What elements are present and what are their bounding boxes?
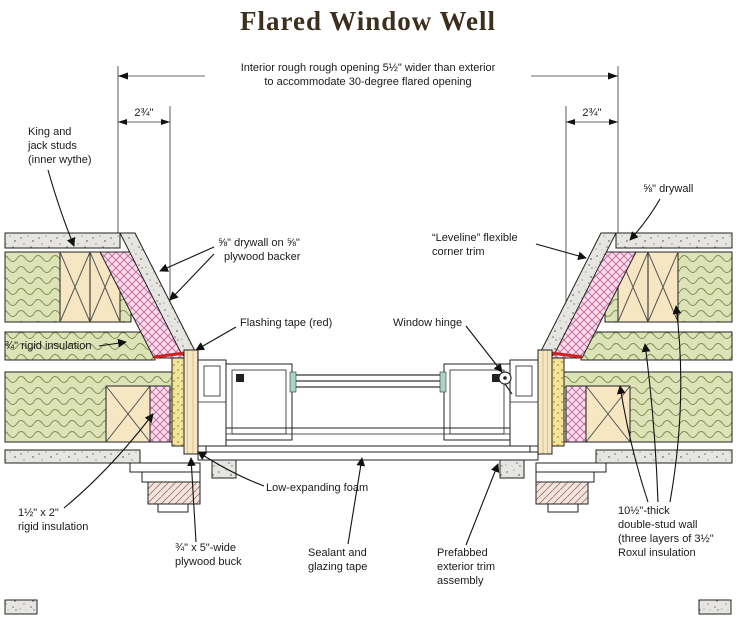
- dimension-note-line1: Interior rough rough opening 5½" wider t…: [241, 62, 496, 74]
- label-plywood-buck: ¾" x 5"-wide plywood buck: [175, 542, 242, 568]
- sill-board: [197, 451, 539, 461]
- label-drywall-backer: ⅝" drywall on ⅝" plywood backer: [218, 237, 301, 263]
- svg-text:rigid insulation: rigid insulation: [18, 521, 88, 533]
- sill-board: [205, 445, 531, 453]
- low-expanding-foam-left: [171, 357, 185, 447]
- window-unit: [197, 359, 539, 461]
- svg-text:Prefabbed: Prefabbed: [437, 547, 488, 559]
- king-jack-studs: [59, 251, 121, 323]
- wall-continuation: [698, 599, 732, 615]
- svg-text:¾" x 5"-wide: ¾" x 5"-wide: [175, 542, 236, 554]
- window-frame-right: [509, 359, 539, 447]
- exterior-sheathing-band: [595, 449, 733, 464]
- svg-text:(inner wythe): (inner wythe): [28, 154, 92, 166]
- svg-text:Sealant and: Sealant and: [308, 547, 367, 559]
- label-leveline-trim: “Leveline” flexible corner trim: [432, 232, 518, 258]
- dimension-right-offset: 2¾": [566, 107, 618, 125]
- trim-lumber: [535, 481, 589, 505]
- svg-text:⅝" drywall on ⅝": ⅝" drywall on ⅝": [218, 237, 300, 249]
- label-king-jack-studs: King and jack studs (inner wythe): [27, 126, 92, 166]
- outer-stud: [585, 385, 631, 443]
- label-window-hinge: Window hinge: [393, 317, 462, 329]
- extension-lines: [117, 66, 619, 352]
- svg-text:exterior trim: exterior trim: [437, 561, 495, 573]
- left-wall-section: [4, 232, 173, 464]
- window-sash-left: [225, 363, 293, 441]
- label-double-stud-wall: 10½"-thick double-stud wall (three layer…: [618, 505, 714, 559]
- svg-text:jack studs: jack studs: [27, 140, 77, 152]
- svg-text:corner trim: corner trim: [432, 246, 485, 258]
- plywood-buck-left: [183, 349, 199, 455]
- label-flashing-tape: Flashing tape (red): [240, 317, 332, 329]
- window-frame-left: [197, 359, 227, 447]
- labels: King and jack studs (inner wythe) ⅝" dry…: [5, 126, 714, 587]
- rigid-insulation-band: [4, 331, 156, 361]
- svg-text:10½"-thick: 10½"-thick: [618, 505, 670, 517]
- svg-text:plywood backer: plywood backer: [224, 251, 301, 263]
- dimension-left-offset: 2¾": [118, 107, 170, 125]
- label-foam: Low-expanding foam: [266, 482, 368, 494]
- diagram-title: Flared Window Well: [240, 6, 496, 36]
- dimension-rough-opening: Interior rough rough opening 5½" wider t…: [118, 59, 618, 91]
- exterior-sheathing-band: [4, 449, 141, 464]
- dimension-note-line2: to accommodate 30-degree flared opening: [264, 76, 471, 88]
- svg-text:glazing tape: glazing tape: [308, 561, 367, 573]
- leader-arrows: [47, 169, 682, 546]
- low-expanding-foam-right: [551, 357, 565, 447]
- outer-stud: [105, 385, 151, 443]
- glazing-lines: [289, 371, 447, 393]
- svg-text:“Leveline” flexible: “Leveline” flexible: [432, 232, 518, 244]
- interior-drywall-band: [4, 232, 121, 249]
- flare-drywall-right: [538, 232, 617, 356]
- svg-text:King and: King and: [28, 126, 71, 138]
- interior-drywall-band: [615, 232, 733, 249]
- label-sealant: Sealant and glazing tape: [308, 547, 367, 573]
- rigid-insulation-band: [580, 331, 733, 361]
- svg-text:assembly: assembly: [437, 575, 484, 587]
- svg-text:plywood buck: plywood buck: [175, 556, 242, 568]
- label-rigid-insulation-15x2: 1½" x 2" rigid insulation: [18, 507, 88, 533]
- svg-text:1½" x 2": 1½" x 2": [18, 507, 59, 519]
- dimension-left-offset-value: 2¾": [134, 107, 153, 119]
- wall-continuation: [4, 599, 38, 615]
- svg-text:double-stud wall: double-stud wall: [618, 519, 698, 531]
- exterior-trim-assembly: [129, 459, 607, 513]
- window-hinge-part: [498, 371, 513, 395]
- label-rigid-insulation-34: ¾" rigid insulation: [5, 340, 91, 352]
- svg-text:Roxul insulation: Roxul insulation: [618, 547, 696, 559]
- plywood-buck-right: [537, 349, 553, 455]
- dimension-right-offset-value: 2¾": [582, 107, 601, 119]
- label-prefab-trim: Prefabbed exterior trim assembly: [437, 547, 495, 587]
- label-drywall-58: ⅝" drywall: [643, 183, 693, 195]
- svg-text:(three layers of 3½": (three layers of 3½": [618, 533, 714, 545]
- trim-block: [499, 459, 525, 479]
- rigid-insulation-15x2: [565, 385, 587, 443]
